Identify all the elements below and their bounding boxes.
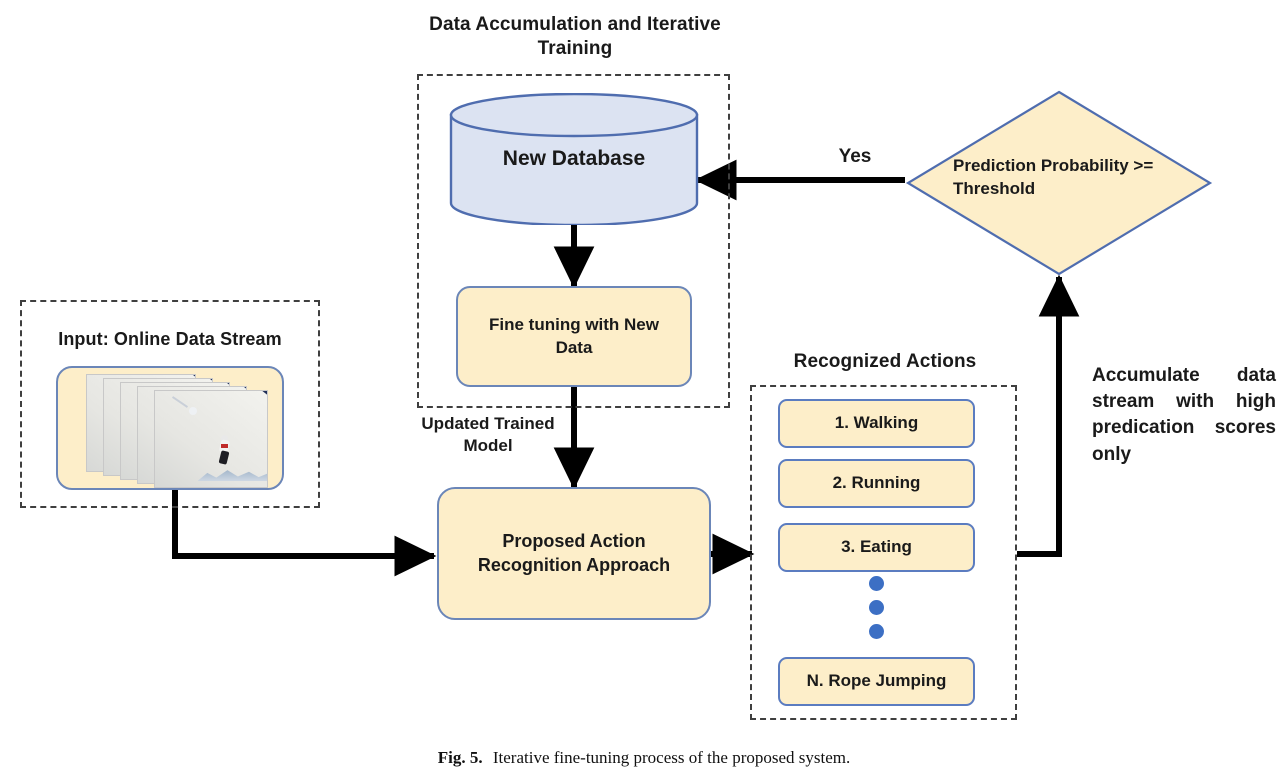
decision-label-line1: Prediction Probability >= xyxy=(953,156,1154,175)
figure-caption-text: Iterative fine-tuning process of the pro… xyxy=(492,748,851,767)
action-item-n-label: N. Rope Jumping xyxy=(806,671,947,691)
recognized-actions-title: Recognized Actions xyxy=(793,351,977,372)
proposed-approach-line1: Proposed Action xyxy=(502,531,646,552)
decision-node[interactable]: Prediction Probability >= Threshold xyxy=(905,89,1213,277)
new-database-label: New Database xyxy=(502,147,646,170)
training-group-title-line2: Training xyxy=(537,38,613,60)
decision-label: Prediction Probability >= Threshold xyxy=(953,155,1203,201)
training-group-boundary xyxy=(417,74,730,408)
training-group-title-line1: Data Accumulation and Iterative xyxy=(429,14,721,35)
video-frame-5 xyxy=(154,390,268,488)
figure-caption: Fig. 5. Iterative fine-tuning process of… xyxy=(0,748,1288,768)
fine-tuning-label-line2: Data xyxy=(555,337,593,357)
input-group-boundary xyxy=(20,300,320,508)
training-group-title: Data Accumulation and Iterative Training xyxy=(395,13,755,62)
updated-trained-model-line2: Model xyxy=(463,436,513,456)
accumulate-note: Accumulate data stream with high predica… xyxy=(1092,365,1276,465)
recognized-actions-boundary xyxy=(750,385,1017,720)
fine-tuning-node[interactable]: Fine tuning with New Data xyxy=(456,286,692,387)
action-item-2-label: 2. Running xyxy=(832,473,921,493)
updated-trained-model-line1: Updated Trained xyxy=(421,414,555,433)
proposed-approach-node[interactable]: Proposed Action Recognition Approach xyxy=(437,487,711,620)
action-item-1[interactable]: 1. Walking xyxy=(778,399,975,448)
proposed-approach-line2: Recognition Approach xyxy=(477,554,671,575)
diamond-shape xyxy=(905,90,1213,276)
action-item-3[interactable]: 3. Eating xyxy=(778,523,975,572)
fine-tuning-label-line1: Fine tuning with New xyxy=(489,315,659,335)
ellipsis-dot-1 xyxy=(869,576,884,591)
actions-ellipsis xyxy=(869,576,885,639)
action-item-n[interactable]: N. Rope Jumping xyxy=(778,657,975,706)
action-item-2[interactable]: 2. Running xyxy=(778,459,975,508)
arrow-actions-to-decision xyxy=(1017,274,1080,557)
proposed-approach-label: Proposed Action Recognition Approach xyxy=(478,530,670,577)
input-group-label: Input: Online Data Stream xyxy=(58,329,282,349)
input-stream-node[interactable] xyxy=(56,366,284,490)
ellipsis-dot-2 xyxy=(869,600,884,615)
cylinder-shape xyxy=(449,93,699,225)
ellipsis-dot-3 xyxy=(869,624,884,639)
fine-tuning-label: Fine tuning with New Data xyxy=(489,314,659,358)
action-item-1-label: 1. Walking xyxy=(834,413,919,433)
figure-number: Fig. 5. xyxy=(437,748,483,767)
edge-label-yes: Yes xyxy=(838,146,872,167)
arrow-input-to-approach xyxy=(172,488,437,577)
action-item-3-label: 3. Eating xyxy=(841,537,912,557)
new-database-node[interactable]: New Database xyxy=(449,93,699,225)
video-frame-stack xyxy=(86,374,268,488)
updated-trained-model-label: Updated Trained Model xyxy=(408,413,568,457)
decision-label-line2: Threshold xyxy=(953,178,1036,198)
